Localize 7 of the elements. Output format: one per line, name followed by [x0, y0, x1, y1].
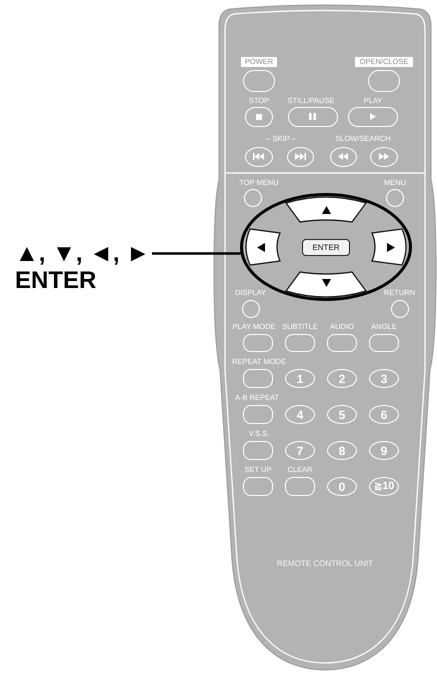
leader-line	[152, 252, 241, 255]
remote-control	[213, 4, 437, 671]
enter-button: ENTER	[302, 239, 350, 256]
cursor-down-key	[284, 271, 368, 299]
cursor-up-key	[284, 195, 368, 223]
callout-label: ▲, ▼, ◄, ► ENTER	[15, 240, 152, 294]
remote-caption: REMOTE CONTROL UNIT	[276, 559, 374, 569]
